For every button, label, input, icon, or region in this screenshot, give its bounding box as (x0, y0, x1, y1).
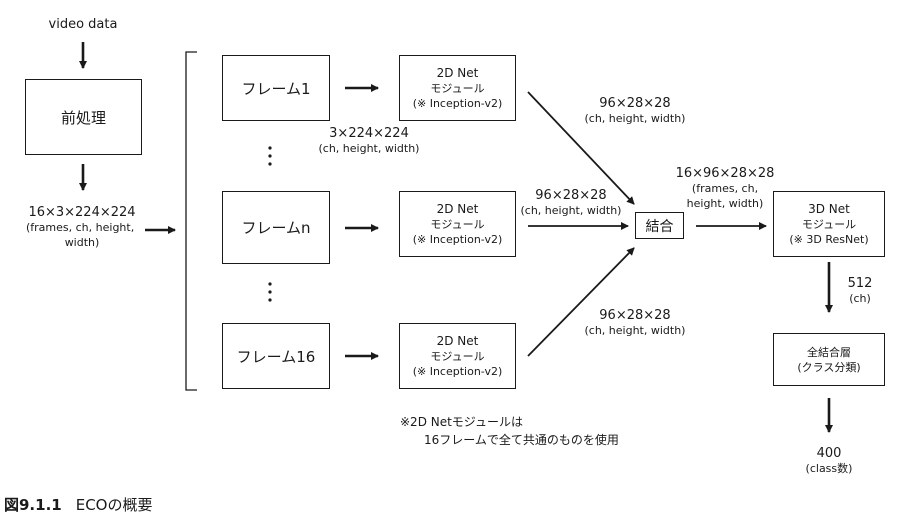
net2d-1-module: モジュール (430, 81, 485, 95)
concat-axes-2: height, width) (686, 197, 764, 210)
net3d-output-value: 512 (847, 276, 873, 291)
input-shape: 16×3×224×224 (28, 205, 136, 220)
frames-bracket (185, 51, 197, 391)
frame-1-label: フレーム1 (241, 79, 311, 98)
shared-module-note: ※2D Netモジュールは 16フレームで全て共通のものを使用 (400, 413, 619, 449)
input-axes-1: (frames, ch, height, (26, 221, 135, 234)
frame-dims: 3×224×224 (ch, height, width) (304, 126, 434, 156)
figure-caption: 図9.1.1 ECOの概要 (4, 494, 152, 515)
feature-dims-n: 96×28×28 (ch, height, width) (508, 188, 634, 218)
frame-shape: 3×224×224 (329, 126, 409, 141)
net2d-box-n: 2D Net モジュール (※ Inception-v2) (399, 191, 516, 257)
feature-shape-1: 96×28×28 (599, 96, 671, 111)
arrow-net16-to-concat (527, 247, 635, 357)
figure-number: 図9.1.1 (4, 496, 62, 514)
vertical-ellipsis-1 (268, 146, 272, 166)
input-dims: 16×3×224×224 (frames, ch, height, width) (6, 205, 158, 250)
feature-axes-n: (ch, height, width) (520, 204, 622, 217)
vertical-ellipsis-2 (268, 282, 272, 302)
frame-n-box: フレームn (222, 191, 330, 264)
feature-axes-1: (ch, height, width) (584, 112, 686, 125)
net3d-title: 3D Net (808, 201, 850, 216)
net3d-output-unit: (ch) (849, 292, 871, 305)
preprocess-box: 前処理 (25, 79, 142, 155)
net2d-n-module: モジュール (430, 217, 485, 231)
net2d-16-title: 2D Net (436, 333, 479, 348)
frame-axes: (ch, height, width) (318, 142, 420, 155)
net3d-box: 3D Net モジュール (※ 3D ResNet) (773, 191, 885, 257)
net2d-1-title: 2D Net (436, 65, 479, 80)
fc-box: 全結合層 (クラス分類) (773, 333, 885, 386)
frame-n-label: フレームn (241, 219, 311, 237)
feature-dims-16: 96×28×28 (ch, height, width) (570, 308, 700, 338)
output-unit: (class数) (805, 462, 853, 475)
fc-subtitle: (クラス分類) (797, 360, 861, 374)
net2d-16-model: (※ Inception-v2) (412, 364, 503, 378)
fc-title: 全結合層 (807, 345, 851, 359)
input-axes-2: width) (64, 236, 100, 249)
net2d-1-model: (※ Inception-v2) (412, 96, 503, 110)
feature-shape-16: 96×28×28 (599, 308, 671, 323)
feature-shape-n: 96×28×28 (535, 188, 607, 203)
net2d-n-model: (※ Inception-v2) (412, 232, 503, 246)
arrow-net1-to-concat (527, 91, 635, 205)
net2d-16-module: モジュール (430, 349, 485, 363)
net2d-box-16: 2D Net モジュール (※ Inception-v2) (399, 323, 516, 389)
feature-axes-16: (ch, height, width) (584, 324, 686, 337)
preprocess-label: 前処理 (60, 108, 106, 127)
feature-dims-1: 96×28×28 (ch, height, width) (570, 96, 700, 126)
frame-16-box: フレーム16 (222, 323, 330, 389)
output-value: 400 (816, 446, 842, 461)
concat-shape: 16×96×28×28 (675, 166, 775, 181)
concat-axes-1: (frames, ch, (691, 182, 759, 195)
concat-label: 結合 (645, 218, 674, 235)
output-dims: 400 (class数) (794, 446, 864, 476)
net2d-box-1: 2D Net モジュール (※ Inception-v2) (399, 55, 516, 121)
concat-dims: 16×96×28×28 (frames, ch, height, width) (666, 166, 784, 211)
net2d-n-title: 2D Net (436, 201, 479, 216)
net3d-model: (※ 3D ResNet) (789, 232, 869, 246)
figure-title: ECOの概要 (75, 496, 153, 514)
video-data-label: video data (48, 17, 118, 32)
frame-16-label: フレーム16 (236, 347, 316, 366)
note-line-1: ※2D Netモジュールは (400, 415, 523, 429)
note-line-2: 16フレームで全て共通のものを使用 (424, 433, 619, 447)
concat-box: 結合 (635, 212, 684, 239)
frame-1-box: フレーム1 (222, 55, 330, 121)
net3d-module: モジュール (801, 217, 857, 231)
net3d-output-dims: 512 (ch) (838, 276, 882, 306)
